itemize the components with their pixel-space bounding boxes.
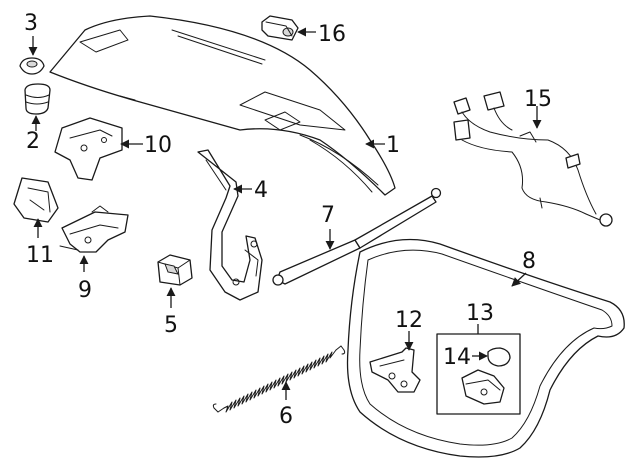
callout-10: 10 [144, 133, 172, 158]
part-5-bumper-block [157, 254, 193, 286]
callout-15: 15 [524, 87, 552, 112]
callout-12: 12 [395, 308, 423, 333]
callout-13: 13 [466, 301, 494, 326]
part-6-spring [212, 345, 346, 413]
callout-7: 7 [321, 203, 335, 228]
callout-4: 4 [254, 178, 268, 203]
part-12-striker [369, 347, 421, 393]
callout-6: 6 [279, 404, 293, 429]
part-14-clip [487, 347, 511, 367]
part-7-gas-strut [272, 187, 442, 286]
part-11-latch-cover [13, 177, 59, 223]
part-2-bumper [24, 83, 51, 115]
part-9-latch [59, 205, 129, 253]
callout-3: 3 [24, 11, 38, 36]
callout-11: 11 [26, 243, 54, 268]
part-1-trunk-lid [49, 15, 396, 196]
callout-8: 8 [522, 249, 536, 274]
part-8-weatherstrip [346, 238, 625, 458]
part-4-hinge [197, 149, 263, 301]
part-10-bracket [54, 117, 123, 181]
leader-lines [28, 27, 542, 400]
callout-2: 2 [26, 129, 40, 154]
part-3-grommet [19, 57, 45, 75]
callout-1: 1 [386, 133, 400, 158]
part-15-wiring-harness [453, 91, 613, 227]
callout-16: 16 [318, 22, 346, 47]
callout-14: 14 [443, 345, 471, 370]
callout-5: 5 [164, 313, 178, 338]
part-16-lamp-socket [261, 15, 299, 41]
callout-9: 9 [78, 278, 92, 303]
